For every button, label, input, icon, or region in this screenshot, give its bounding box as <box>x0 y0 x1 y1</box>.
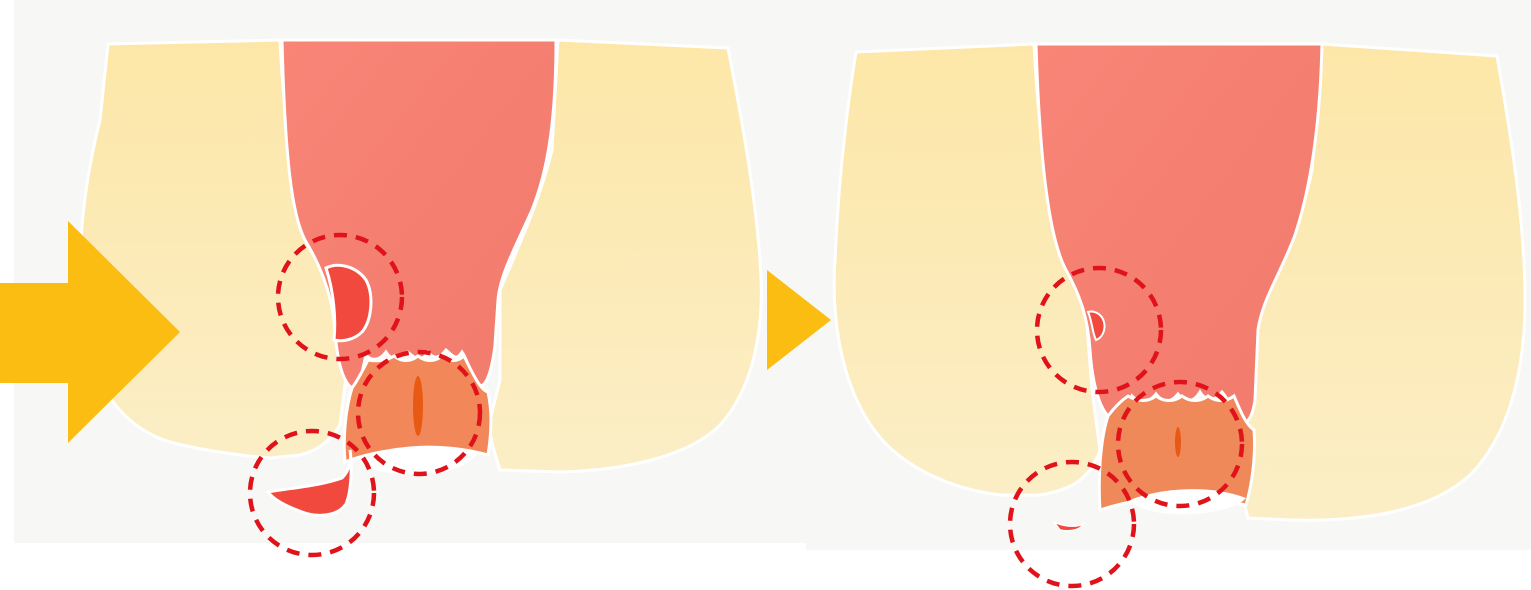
panel-before <box>14 0 806 555</box>
anal-slit-after <box>1175 427 1181 457</box>
panel-after <box>806 0 1531 586</box>
anal-slit-before <box>413 376 423 436</box>
